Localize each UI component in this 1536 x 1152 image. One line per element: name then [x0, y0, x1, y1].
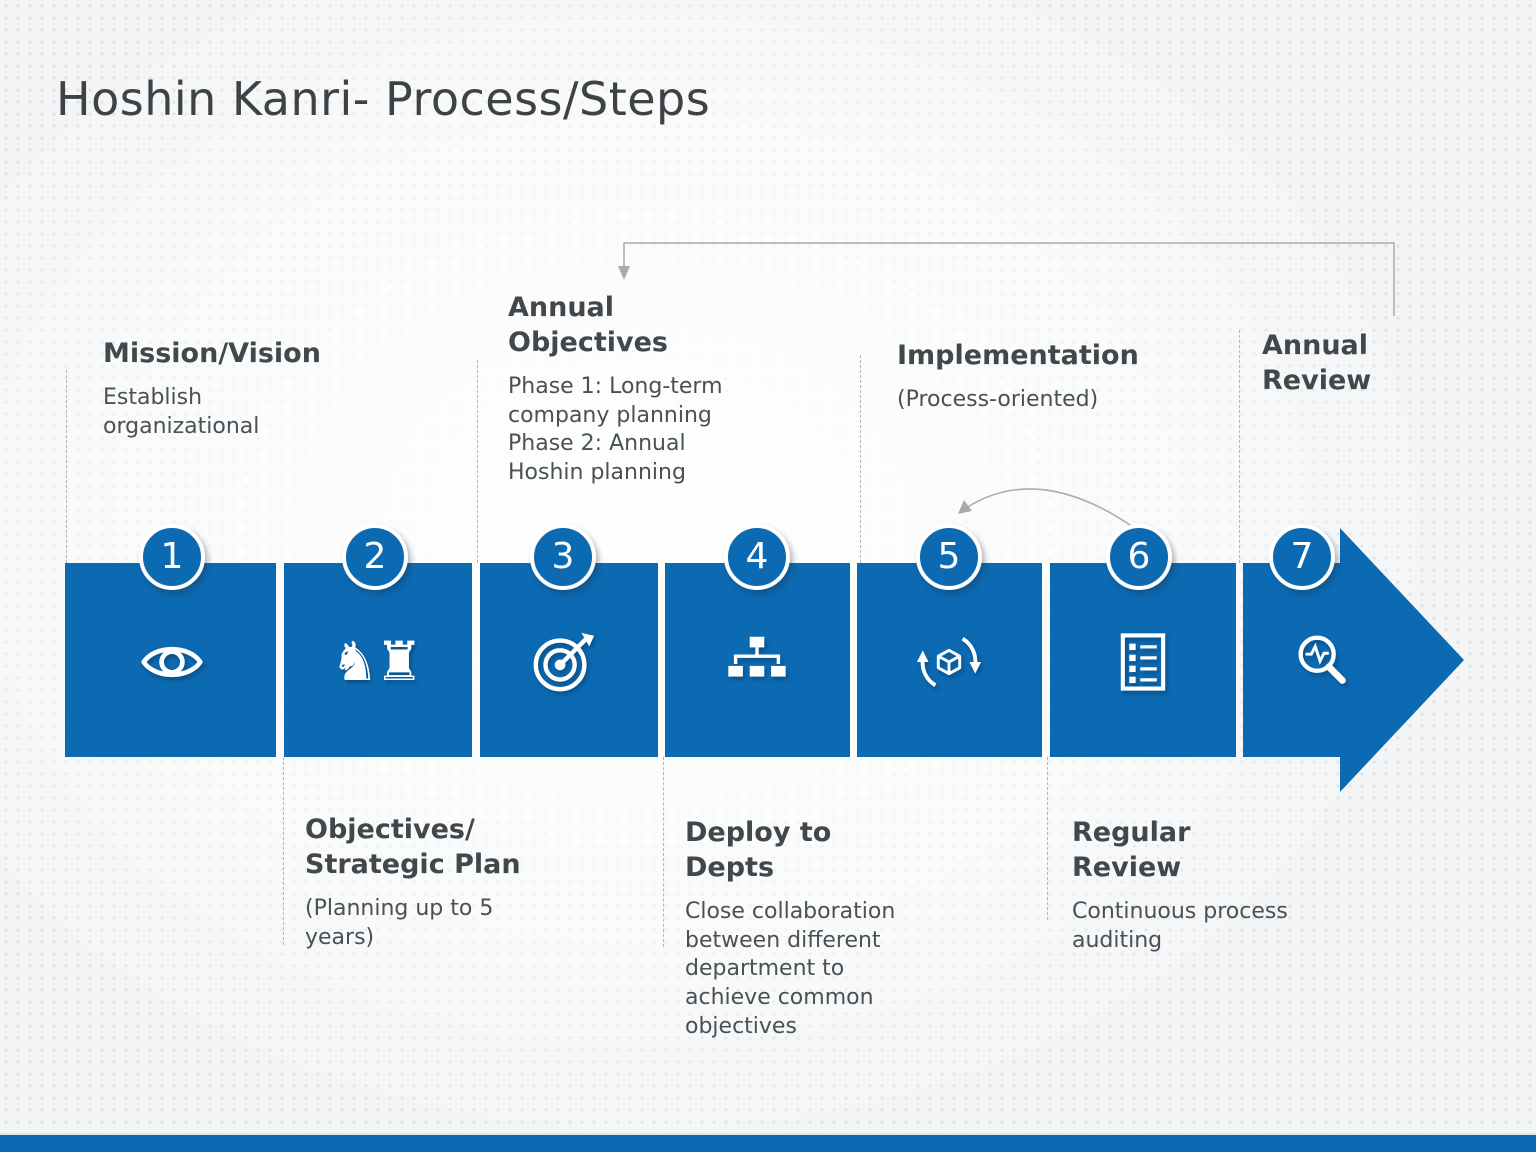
process-band-segment-5 — [857, 563, 1042, 757]
step-number-badge-7: 7 — [1269, 524, 1335, 590]
checklist-icon — [1107, 626, 1179, 698]
dashed-connector-step5 — [860, 355, 861, 563]
step1-text-block: Mission/Vision Establish organizational — [103, 336, 321, 441]
process-band-segment-3 — [480, 563, 658, 757]
step2-description: (Planning up to 5 years) — [305, 896, 494, 950]
dashed-connector-step1 — [66, 370, 67, 563]
step-number-badge-6: 6 — [1106, 524, 1172, 590]
process-band-segment-6 — [1050, 563, 1236, 757]
chess-strategy-icon: ♞♜ — [330, 630, 424, 693]
step6-text-block: Regular Review Continuous process auditi… — [1072, 815, 1288, 955]
step6-heading: Regular Review — [1072, 817, 1191, 884]
feedback-arrowhead — [618, 266, 630, 280]
footer-accent-bar — [0, 1133, 1536, 1152]
step-number-badge-1: 1 — [139, 524, 205, 590]
step4-description: Close collaboration between different de… — [685, 899, 896, 1039]
step2-heading: Objectives/ Strategic Plan — [305, 814, 521, 881]
dashed-connector-step2 — [283, 757, 284, 945]
process-arrow-head — [1340, 528, 1464, 792]
org-chart-icon — [721, 626, 793, 698]
step1-heading: Mission/Vision — [103, 338, 321, 369]
step-number: 4 — [745, 536, 769, 577]
feedback-arrow-review-to-objectives — [623, 242, 1395, 316]
step-number-badge-5: 5 — [916, 524, 982, 590]
eye-icon — [136, 626, 208, 698]
step5-description: (Process-oriented) — [897, 387, 1099, 413]
process-band-segment-4 — [665, 563, 850, 757]
step-number-badge-2: 2 — [342, 524, 408, 590]
process-band-segment-2 — [284, 563, 472, 757]
dashed-connector-step4 — [663, 757, 664, 947]
dashed-connector-step6 — [1047, 757, 1048, 920]
step-number-badge-3: 3 — [530, 524, 596, 590]
step5-text-block: Implementation (Process-oriented) — [897, 338, 1139, 415]
process-cycle-icon — [913, 626, 985, 698]
step-number: 3 — [551, 536, 575, 577]
step3-heading: Annual Objectives — [508, 292, 668, 359]
step-number: 2 — [363, 536, 387, 577]
iteration-arrowhead — [958, 500, 972, 514]
step-number: 5 — [937, 536, 961, 577]
step6-description: Continuous process auditing — [1072, 899, 1288, 953]
step-number: 6 — [1127, 536, 1151, 577]
step4-text-block: Deploy to Depts Close collaboration betw… — [685, 815, 895, 1041]
dashed-connector-step3 — [477, 360, 478, 563]
step7-heading: Annual Review — [1262, 330, 1372, 397]
step1-description: Establish organizational — [103, 385, 260, 439]
step3-text-block: Annual Objectives Phase 1: Long-term com… — [508, 290, 723, 488]
process-band-segment-7 — [1243, 563, 1340, 757]
iteration-arrow-step6-to-step5 — [965, 488, 1134, 528]
step-number: 1 — [160, 536, 184, 577]
step-number-badge-4: 4 — [724, 524, 790, 590]
step-number: 7 — [1290, 536, 1314, 577]
slide-title: Hoshin Kanri- Process/Steps — [56, 72, 711, 126]
step3-description: Phase 1: Long-term company planning Phas… — [508, 374, 723, 485]
target-icon — [527, 626, 599, 698]
audit-search-icon — [1287, 626, 1359, 698]
step7-text-block: Annual Review — [1262, 328, 1371, 411]
process-band-segment-1 — [65, 563, 276, 757]
step4-heading: Deploy to Depts — [685, 817, 832, 884]
step2-text-block: Objectives/ Strategic Plan (Planning up … — [305, 812, 521, 952]
step5-heading: Implementation — [897, 340, 1139, 371]
dashed-connector-step7 — [1239, 330, 1240, 563]
